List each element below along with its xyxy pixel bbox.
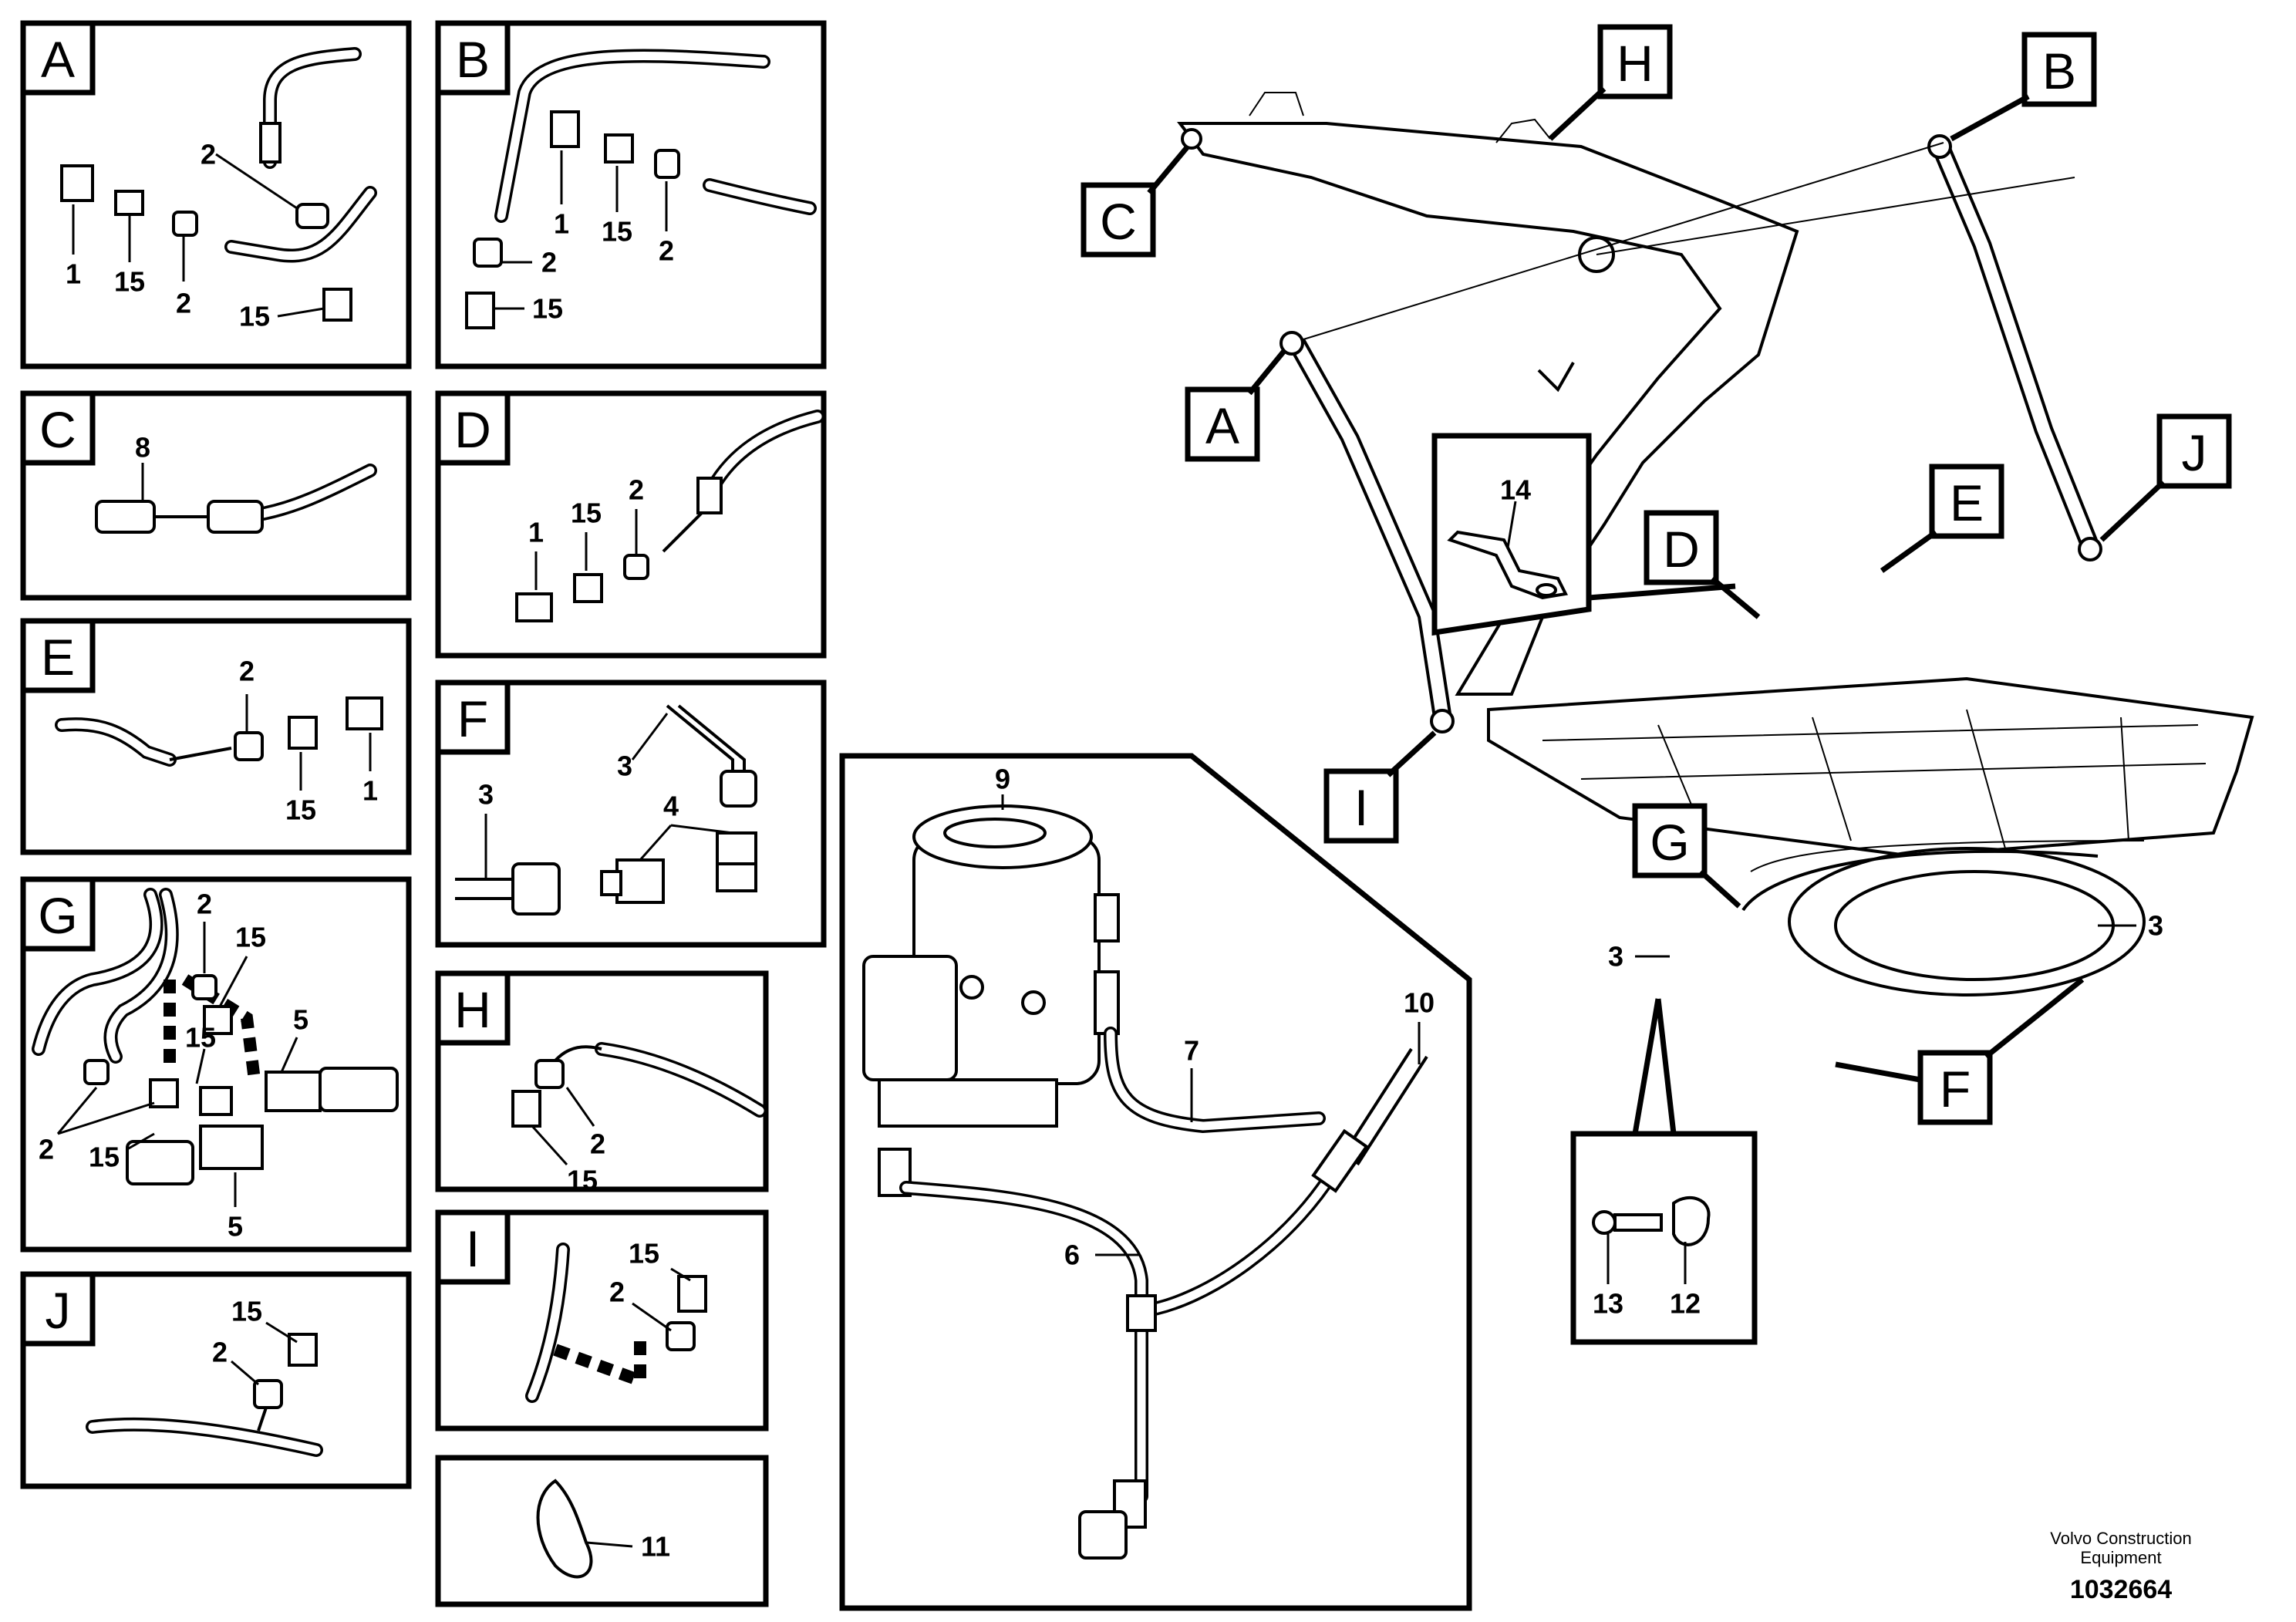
panel-b-callout-2a: 2 xyxy=(659,235,674,267)
svg-text:E: E xyxy=(1950,474,1984,531)
panel-a-callout-15b: 15 xyxy=(239,301,270,332)
panel-h: H 2 15 xyxy=(435,970,769,1196)
inset-13-callout: 13 xyxy=(1593,1288,1623,1320)
panel-a-callout-2b: 2 xyxy=(176,288,191,319)
panel-d-callout-2: 2 xyxy=(629,474,644,506)
panel-h-letter: H xyxy=(454,981,491,1038)
panel-g: G 2 15 15 5 2 15 5 xyxy=(20,876,412,1253)
inset-fastener-12-13: 13 12 xyxy=(1570,998,1758,1345)
panel-b-callout-2b: 2 xyxy=(541,247,557,278)
panel-g-letter: G xyxy=(38,887,77,944)
panel-i-callout-2: 2 xyxy=(609,1276,625,1308)
boom-frame-illustration xyxy=(1177,92,2254,996)
marker-e: E xyxy=(1880,464,2004,573)
panel-f-callout-3a: 3 xyxy=(617,750,632,782)
panel-e-letter: E xyxy=(41,629,75,686)
marker-f: F xyxy=(1835,977,2085,1125)
marker-c: C xyxy=(1081,144,1190,258)
panel-lube-pump: 9 7 10 6 xyxy=(839,753,1472,1611)
panel-g-callout-2b: 2 xyxy=(39,1134,54,1165)
panel-c-callout-8: 8 xyxy=(135,432,150,464)
ring-callout-3-left: 3 xyxy=(1608,941,1623,973)
panel-f-callout-4: 4 xyxy=(663,791,679,822)
panel-b-callout-1: 1 xyxy=(554,208,569,240)
panel-c: C 8 xyxy=(20,390,412,601)
panel-i: I 15 2 xyxy=(435,1209,769,1431)
panel-d: D 15 2 1 xyxy=(435,390,827,659)
panel-d-callout-1: 1 xyxy=(528,517,544,548)
svg-text:C: C xyxy=(1100,193,1137,250)
panel-f-letter: F xyxy=(457,690,488,747)
panel-g-callout-2a: 2 xyxy=(197,889,212,920)
pump-callout-10: 10 xyxy=(1404,987,1435,1019)
marker-b: B xyxy=(1950,32,2097,142)
panel-j-letter: J xyxy=(46,1282,71,1339)
panel-b: B 1 15 2 2 15 xyxy=(435,20,827,369)
svg-text:G: G xyxy=(1650,814,1689,871)
svg-text:A: A xyxy=(1205,397,1239,454)
panel-e: E 2 15 1 xyxy=(20,618,412,855)
panel-g-callout-15b: 15 xyxy=(185,1022,216,1054)
panel-h-callout-15: 15 xyxy=(567,1165,598,1196)
panel-g-callout-15a: 15 xyxy=(235,922,266,953)
panel-g-callout-15c: 15 xyxy=(89,1141,120,1173)
panel-cable-tie: 11 xyxy=(435,1455,769,1607)
panel-a-callout-1: 1 xyxy=(66,258,81,290)
svg-text:I: I xyxy=(1354,779,1368,836)
panel-j: J 15 2 xyxy=(20,1271,412,1489)
svg-text:J: J xyxy=(2182,424,2207,481)
panel-j-callout-2: 2 xyxy=(212,1337,228,1368)
svg-text:B: B xyxy=(2042,42,2076,99)
panel-e-callout-2: 2 xyxy=(239,656,255,687)
panel-g-callout-5a: 5 xyxy=(293,1004,308,1036)
panel-j-callout-15: 15 xyxy=(231,1296,262,1327)
marker-j: J xyxy=(2099,413,2232,542)
panel-d-letter: D xyxy=(454,401,491,458)
panel-tie-callout-11: 11 xyxy=(641,1531,670,1563)
ring-callout-3-right: 3 xyxy=(2148,910,2163,942)
panel-b-callout-15b: 15 xyxy=(532,293,563,325)
panel-f: F 3 3 4 xyxy=(435,679,827,948)
svg-text:H: H xyxy=(1617,35,1654,92)
marker-g: G xyxy=(1632,803,1741,909)
panel-b-letter: B xyxy=(456,31,490,88)
credit-line-2: Equipment xyxy=(2080,1548,2161,1567)
pump-callout-9: 9 xyxy=(995,764,1010,795)
panel-h-callout-2: 2 xyxy=(590,1128,605,1160)
panel-c-letter: C xyxy=(39,401,76,458)
panel-i-letter: I xyxy=(466,1220,480,1277)
inset-14-callout: 14 xyxy=(1500,474,1531,506)
panel-a-callout-2a: 2 xyxy=(201,139,216,170)
pump-callout-6: 6 xyxy=(1064,1239,1080,1271)
panel-g-callout-5b: 5 xyxy=(228,1211,243,1243)
drawing-code: 1032664 xyxy=(2070,1575,2172,1604)
panel-a: A 2 1 15 2 15 xyxy=(20,20,412,369)
pump-callout-7: 7 xyxy=(1184,1035,1199,1067)
panel-a-letter: A xyxy=(41,31,75,88)
credit-line-1: Volvo Construction xyxy=(2050,1529,2191,1548)
panel-e-callout-1: 1 xyxy=(362,775,378,807)
panel-b-callout-15a: 15 xyxy=(602,216,632,248)
panel-f-callout-3b: 3 xyxy=(478,779,494,811)
panel-d-callout-15: 15 xyxy=(571,497,602,529)
marker-i: I xyxy=(1323,730,1437,844)
panel-i-callout-15: 15 xyxy=(629,1238,659,1270)
svg-text:F: F xyxy=(1940,1061,1971,1118)
inset-12-callout: 12 xyxy=(1670,1288,1701,1320)
marker-d: D xyxy=(1644,510,1761,619)
panel-e-callout-15: 15 xyxy=(285,794,316,826)
marker-a: A xyxy=(1185,349,1286,462)
panel-a-callout-15a: 15 xyxy=(114,266,145,298)
svg-text:D: D xyxy=(1663,521,1700,578)
marker-h: H xyxy=(1548,24,1673,141)
inset-bracket-14: 14 xyxy=(1431,433,1736,636)
